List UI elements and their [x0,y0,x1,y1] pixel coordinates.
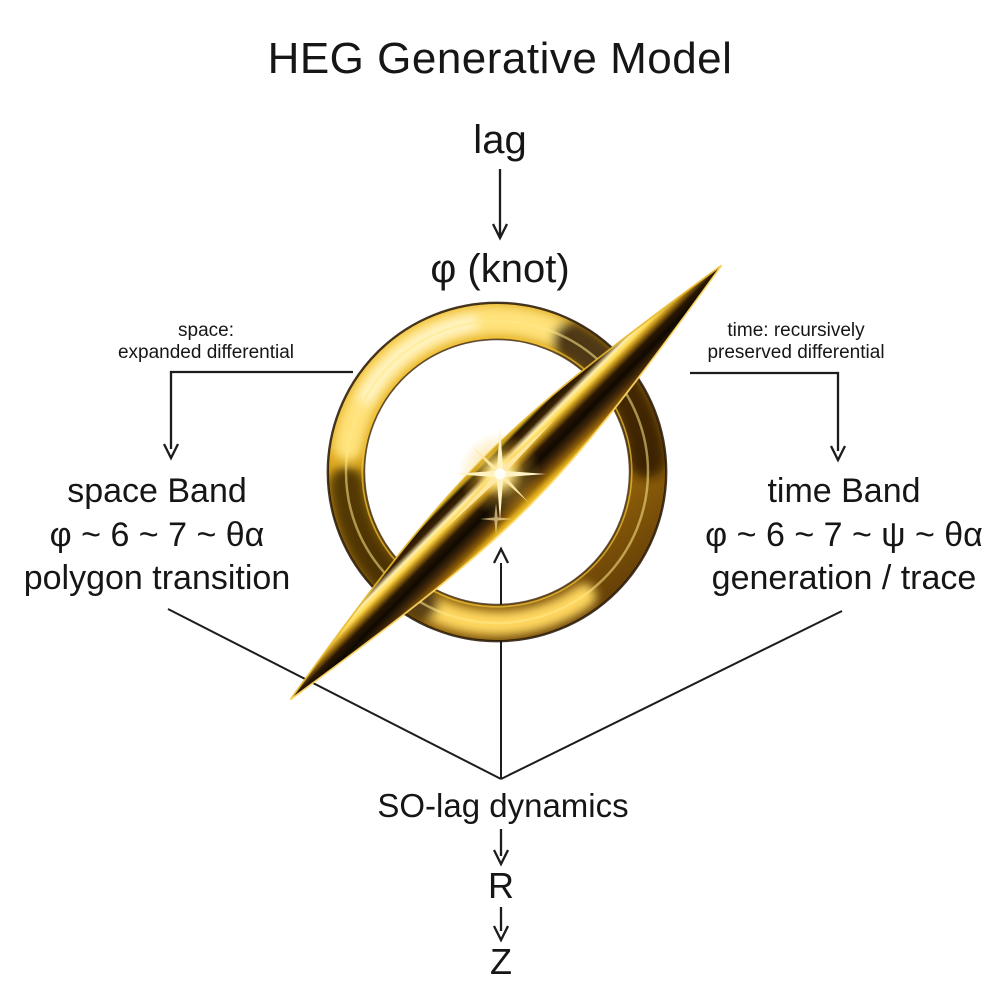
gold-ring-icon [326,301,668,643]
connector-left-diagonal [167,608,502,780]
arrowhead-lag-to-knot [491,223,509,241]
arrowhead-center-up [492,546,510,564]
connector-lines [162,169,847,943]
left-annotation-line2: expanded differential [117,342,295,363]
node-so-lag-dynamics: SO-lag dynamics [377,787,629,824]
connector-left-elbow [169,370,353,449]
connector-right-diagonal [500,610,843,780]
time-band-title: time Band [767,472,921,510]
node-r: R [488,865,514,906]
space-band-block: space Band φ ~ 6 ~ 7 ~ θα polygon transi… [24,470,291,601]
connector-right-elbow [690,371,840,451]
right-annotation-line1: time: recursively [727,320,865,341]
node-z: Z [490,941,512,982]
right-annotation: time: recursively preserved differential [707,320,884,364]
node-phi-knot: φ (knot) [430,247,570,291]
sparkle-icon [444,418,556,535]
arrowhead-r-to-z [492,925,510,943]
arrowhead-solag-to-r [492,849,510,867]
space-band-title: space Band [67,472,247,510]
arrowhead-left-elbow [162,443,180,461]
left-annotation-line1: space: [178,320,234,341]
arrowhead-right-elbow [829,445,847,463]
space-band-caption: polygon transition [23,559,291,597]
left-annotation: space: expanded differential [118,320,294,364]
space-band-formula: φ ~ 6 ~ 7 ~ θα [49,515,265,554]
time-band-caption: generation / trace [711,559,977,597]
time-band-formula: φ ~ 6 ~ 7 ~ ψ ~ θα [705,515,983,554]
page-title: HEG Generative Model [267,34,733,83]
time-band-block: time Band φ ~ 6 ~ 7 ~ ψ ~ θα generation … [705,470,983,601]
node-lag: lag [473,118,527,162]
right-annotation-line2: preserved differential [707,342,885,363]
